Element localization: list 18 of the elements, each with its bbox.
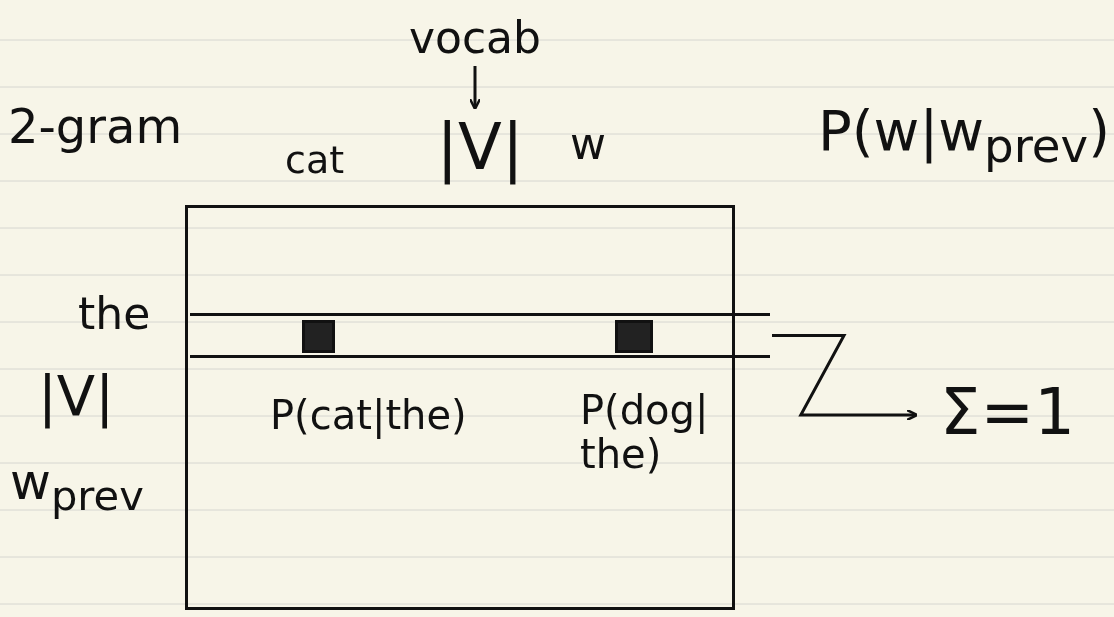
- matrix-row-band: [190, 313, 770, 358]
- probability-label: P(dog| the): [580, 388, 710, 476]
- matrix-cell: [302, 320, 335, 353]
- matrix-box: [185, 205, 735, 610]
- probability-label: P(cat|the): [270, 393, 467, 437]
- sum-formula: Σ=1: [920, 375, 1095, 455]
- arrow: [772, 334, 919, 422]
- column-label: cat: [285, 140, 345, 182]
- column-label: w: [570, 120, 606, 169]
- vocab-size-label: |V|: [425, 110, 535, 190]
- vocab-size-label: |V|: [38, 365, 115, 427]
- row-label: w$_{prev}$: [10, 455, 144, 519]
- matrix-cell: [615, 320, 653, 353]
- formula-label: P(w|w$_{prev}$): [818, 100, 1111, 173]
- annotation-text: vocab: [400, 12, 550, 64]
- heading-text: 2-gram: [8, 100, 183, 153]
- row-label: the: [78, 290, 151, 339]
- arrow: [468, 66, 482, 111]
